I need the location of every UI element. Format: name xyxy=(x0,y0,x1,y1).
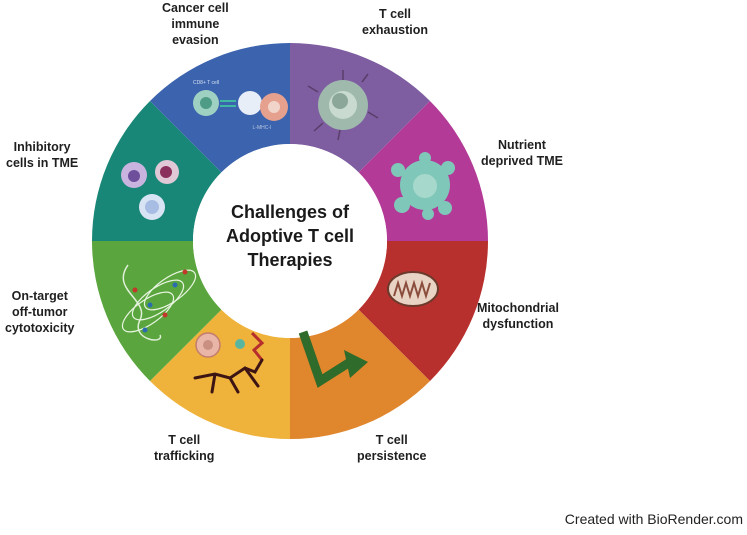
label-t-cell-trafficking: T cell trafficking xyxy=(154,432,214,464)
label-inhibitory-cells-line-1: Inhibitory xyxy=(13,140,71,154)
biorender-credit: Created with BioRender.com xyxy=(564,511,743,527)
label-cancer-cell-line-2: immune xyxy=(171,17,220,31)
label-nutrient-deprived-tme: Nutrient deprived TME xyxy=(481,137,563,169)
center-title-line-1: Challenges of xyxy=(230,202,350,222)
label-t-cell-persistence-line-1: T cell xyxy=(375,433,408,447)
mitochondrion-icon xyxy=(387,271,439,307)
label-t-cell-trafficking-line-2: trafficking xyxy=(154,449,215,463)
center-title: Challenges of Adoptive T cell Therapies xyxy=(190,200,390,272)
label-t-cell-trafficking-line-1: T cell xyxy=(168,433,201,447)
label-t-cell-persistence: T cell persistence xyxy=(357,432,426,464)
blood-vessel-icon xyxy=(193,331,265,394)
label-t-cell-exhaustion: T cell exhaustion xyxy=(362,6,428,38)
label-mitochondrial-dysfunction-line-2: dysfunction xyxy=(482,317,554,331)
helix-icon xyxy=(121,264,197,341)
center-circle xyxy=(193,144,387,338)
label-on-target-line-2: off-tumor xyxy=(11,305,68,319)
mhc-mini-label: L-MHC-I xyxy=(253,125,272,131)
immune-evasion-icon xyxy=(193,90,288,121)
segment-cancer-cell-immune-evasion xyxy=(149,43,290,173)
segment-t-cell-persistence xyxy=(290,309,431,439)
label-t-cell-exhaustion-line-2: exhaustion xyxy=(362,23,428,37)
inhibitory-cells-icon xyxy=(121,160,179,220)
label-inhibitory-cells-in-tme: Inhibitory cells in TME xyxy=(6,139,78,171)
segment-on-target-off-tumor-cytotoxicity xyxy=(92,241,222,382)
label-on-target-off-tumor-cytotoxicity: On-target off-tumor cytotoxicity xyxy=(5,288,74,336)
center-title-line-2: Adoptive T cell xyxy=(225,226,355,246)
cd8-t-cell-mini-label: CD8+ T cell xyxy=(193,80,219,86)
center-title-line-3: Therapies xyxy=(247,250,333,270)
label-inhibitory-cells-line-2: cells in TME xyxy=(6,156,79,170)
label-on-target-line-1: On-target xyxy=(11,289,68,303)
label-cancer-cell-immune-evasion: Cancer cell immune evasion xyxy=(162,0,229,48)
persistence-arrow-icon xyxy=(298,330,368,388)
label-cancer-cell-line-1: Cancer cell xyxy=(162,1,229,15)
label-mitochondrial-dysfunction: Mitochondrial dysfunction xyxy=(477,300,559,332)
label-mitochondrial-dysfunction-line-1: Mitochondrial xyxy=(477,301,559,315)
segment-mitochondrial-dysfunction xyxy=(358,241,488,382)
label-on-target-line-3: cytotoxicity xyxy=(5,321,75,335)
label-t-cell-persistence-line-2: persistence xyxy=(357,449,427,463)
label-t-cell-exhaustion-line-1: T cell xyxy=(379,7,411,21)
label-cancer-cell-line-3: evasion xyxy=(172,33,219,47)
exhausted-t-cell-icon xyxy=(307,70,379,141)
label-nutrient-deprived-tme-line-1: Nutrient xyxy=(498,138,546,152)
tumor-cell-cluster-icon xyxy=(391,152,455,220)
label-nutrient-deprived-tme-line-2: deprived TME xyxy=(481,154,563,168)
